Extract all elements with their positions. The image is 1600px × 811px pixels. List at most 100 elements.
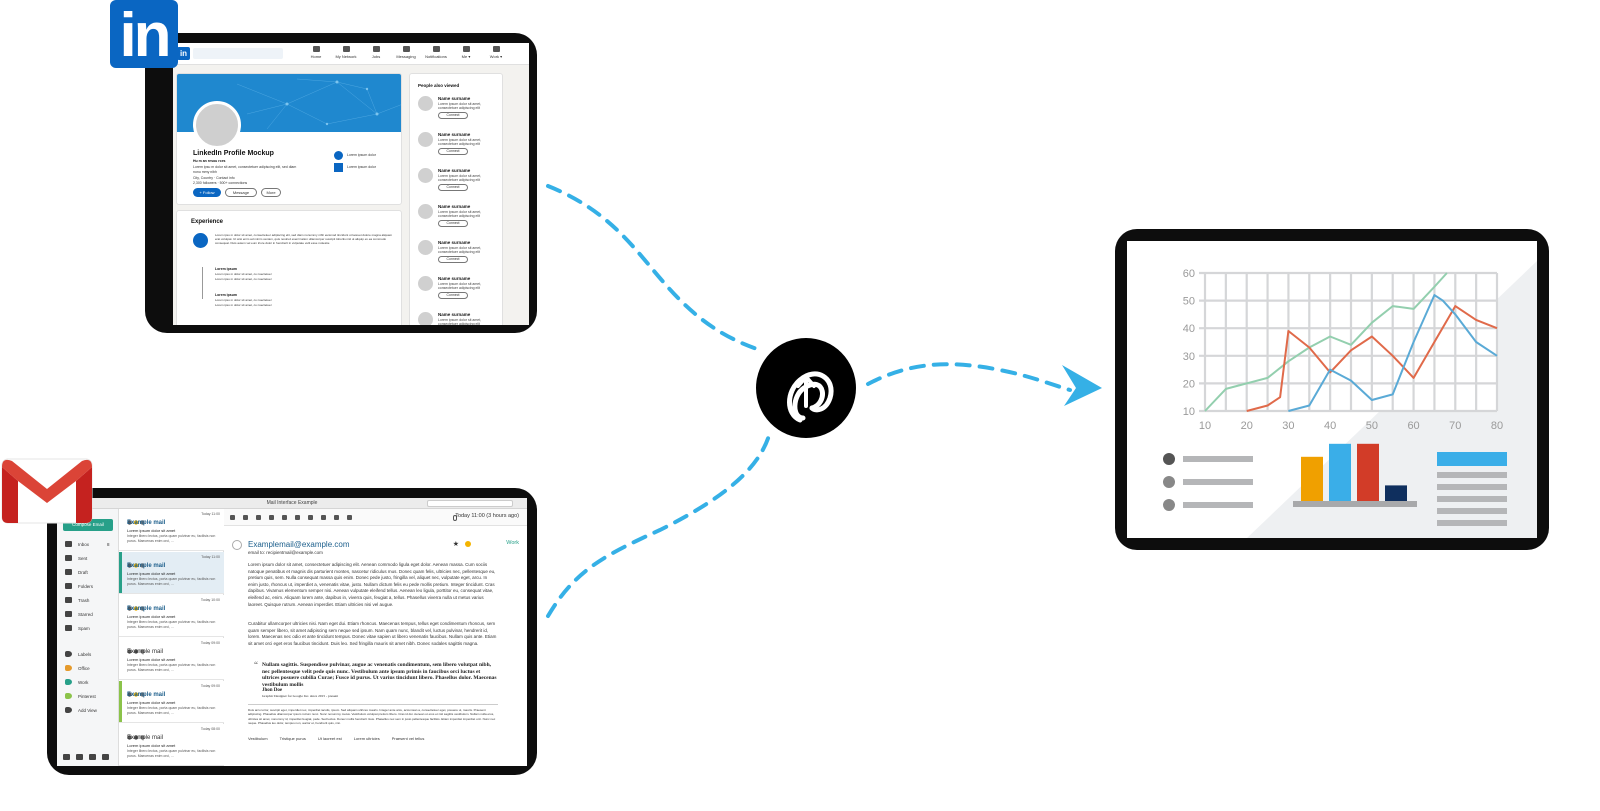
profile-side-link-1[interactable]: Lorem ipsum dolor (347, 153, 376, 157)
chat-icon[interactable] (76, 754, 83, 760)
footer-link[interactable]: Vestibulum (248, 736, 268, 741)
sender-avatar[interactable] (232, 540, 242, 550)
contacts-icon[interactable] (89, 754, 96, 760)
person-avatar[interactable] (418, 312, 433, 325)
label-item[interactable]: Office (65, 665, 90, 671)
nav-item[interactable]: Work ▾ (483, 46, 509, 59)
experience-description: Lorem ipsu m dolor sit amet, consectetue… (215, 233, 393, 245)
footer-link[interactable]: Tristique purus (279, 736, 306, 741)
footer-link[interactable]: Praesent vel tellus (391, 736, 425, 741)
person-name[interactable]: Name surname (438, 312, 471, 317)
item-flags (127, 684, 157, 697)
trash-icon[interactable] (269, 515, 274, 520)
person-avatar[interactable] (418, 204, 433, 219)
person-avatar[interactable] (418, 168, 433, 183)
mail-icon[interactable] (282, 515, 287, 520)
profile-side-link-2[interactable]: Lorem ipsum dolor (347, 165, 376, 169)
person-name[interactable]: Name surname (438, 204, 471, 209)
calendar-icon[interactable] (102, 754, 109, 760)
nav-item[interactable]: Home (303, 46, 329, 59)
nav-item[interactable]: My Network (333, 46, 359, 59)
folder-item[interactable]: Trash (65, 597, 89, 603)
profile-connections[interactable]: 2,300 followers · 500+ connections (193, 181, 248, 185)
summary-highlight (1437, 452, 1507, 466)
gmail-search-input[interactable] (427, 500, 513, 507)
profile-avatar[interactable] (193, 101, 241, 149)
profile-location[interactable]: City, Country · Contact info (193, 176, 235, 180)
nav-label: Messaging (396, 54, 416, 59)
experience-entry-1-line1: Lorem ipsu m dolor sit amet, co nsectetu… (215, 272, 272, 276)
connect-button[interactable]: Connect (438, 148, 468, 155)
more-button[interactable]: More (261, 188, 281, 197)
linkedin-search-input[interactable] (193, 48, 283, 59)
work-tag[interactable]: Work (506, 540, 519, 546)
message-button[interactable]: Message (225, 188, 257, 197)
star-icon[interactable] (295, 515, 300, 520)
nav-label: Notifications (425, 54, 447, 59)
nav-item[interactable]: Jobs (363, 46, 389, 59)
label-item[interactable]: Add View (65, 707, 97, 713)
forward-icon[interactable] (334, 515, 339, 520)
priority-dot-icon[interactable] (465, 541, 471, 547)
archive-icon[interactable] (256, 515, 261, 520)
nav-item[interactable]: Notifications (423, 46, 449, 59)
label-item[interactable]: Labels (65, 651, 91, 657)
print-icon[interactable] (347, 515, 352, 520)
message-quote: Nullam sagittis. Suspendisse pulvinar, a… (262, 662, 497, 688)
footer-link[interactable]: Ut laoreet est (317, 736, 342, 741)
reply-icon[interactable] (321, 515, 326, 520)
nav-icon (372, 46, 380, 52)
person-name[interactable]: Name surname (438, 168, 471, 173)
folder-item[interactable]: Starred (65, 611, 93, 617)
person-avatar[interactable] (418, 276, 433, 291)
connect-button[interactable]: Connect (438, 220, 468, 227)
star-icon[interactable]: ★ (452, 541, 459, 548)
folder-label: Inbox (78, 541, 90, 547)
connect-button[interactable]: Connect (438, 184, 468, 191)
gmail-tablet: Mail Interface Example Compose Email Inb… (47, 488, 537, 775)
person-avatar[interactable] (418, 96, 433, 111)
person-desc: Lorem ipsum dolor sit amet, consectetuer… (438, 318, 482, 325)
chart-series (1204, 272, 1498, 412)
attachment-icon[interactable] (453, 515, 457, 521)
person-name[interactable]: Name surname (438, 240, 471, 245)
folder-item[interactable]: Folders (65, 583, 93, 589)
legend-line (1183, 456, 1253, 462)
folder-item[interactable]: Inbox (65, 541, 89, 547)
folder-item[interactable]: Spam (65, 625, 90, 631)
recipient-email: email to: recipientmail@example.com (248, 550, 323, 555)
folder-icon[interactable] (243, 515, 248, 520)
tag-icon[interactable] (308, 515, 313, 520)
linkedin-mini-logo[interactable]: in (177, 47, 190, 60)
person-name[interactable]: Name surname (438, 276, 471, 281)
menu-icon[interactable] (230, 515, 235, 520)
connect-button[interactable]: Connect (438, 292, 468, 299)
nav-item[interactable]: Messaging (393, 46, 419, 59)
sender-email[interactable]: Examplemail@example.com (248, 540, 350, 549)
connect-button[interactable]: Connect (438, 256, 468, 263)
connect-button[interactable]: Connect (438, 112, 468, 119)
footer-link[interactable]: Lorem ultricies (353, 736, 380, 741)
person-name[interactable]: Name surname (438, 96, 471, 101)
person-name[interactable]: Name surname (438, 132, 471, 137)
folder-item[interactable]: Sent (65, 555, 87, 561)
item-from: Lorem ipsum dolor sit amet (127, 528, 176, 533)
item-preview: Integer libero lectus, porta quam pulvin… (127, 663, 216, 672)
folder-item[interactable]: Draft (65, 569, 88, 575)
sync-icon[interactable] (63, 754, 70, 760)
label-item[interactable]: Work (65, 679, 88, 685)
person-avatar[interactable] (418, 132, 433, 147)
follow-button[interactable]: + Follow (193, 188, 221, 197)
legend-line (1183, 479, 1253, 485)
label-item[interactable]: Pinterest (65, 693, 96, 699)
nav-item[interactable]: Me ▾ (453, 46, 479, 59)
person-avatar[interactable] (418, 240, 433, 255)
